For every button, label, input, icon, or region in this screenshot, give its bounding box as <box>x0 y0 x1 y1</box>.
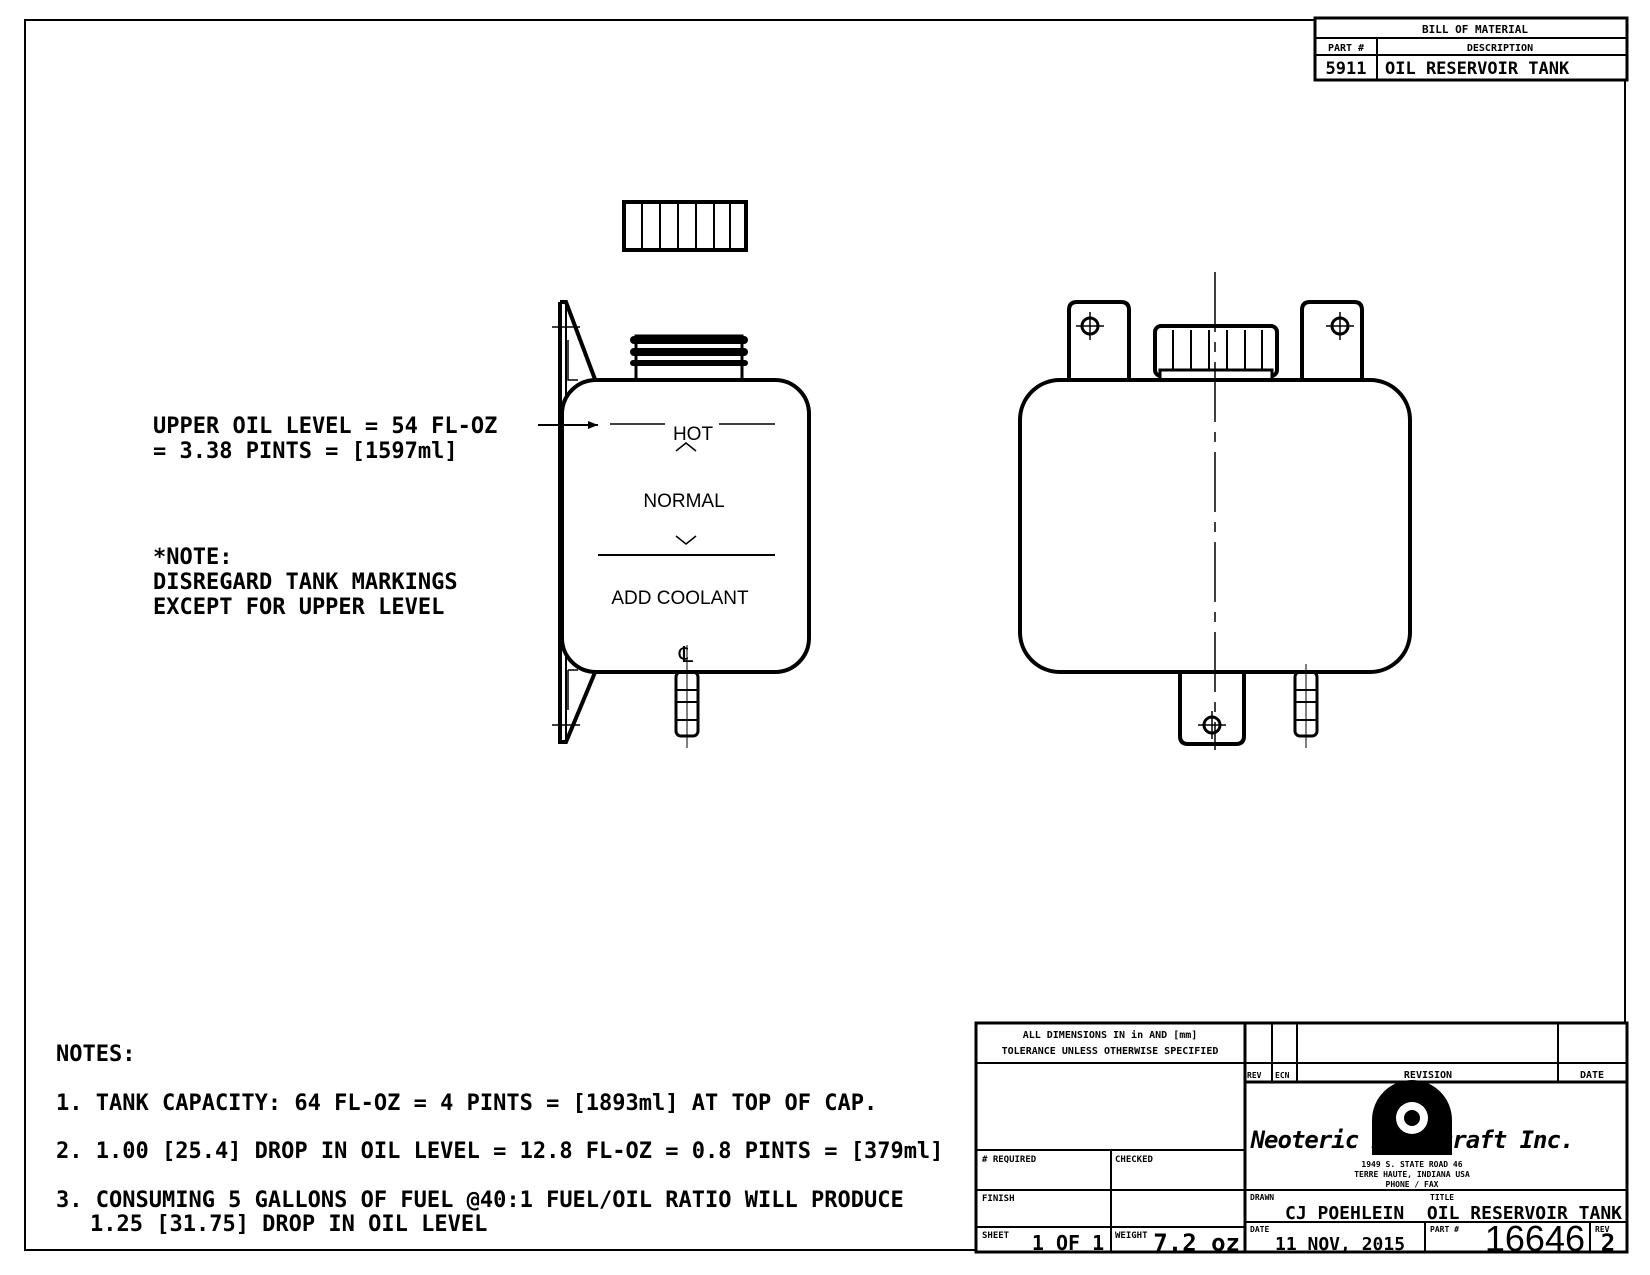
general-notes: NOTES: 1. TANK CAPACITY: 64 FL-OZ = 4 PI… <box>56 1042 943 1237</box>
drawn-by: CJ POEHLEIN <box>1285 1203 1404 1224</box>
tank-marking-note: *NOTE: DISREGARD TANK MARKINGS EXCEPT FO… <box>153 545 458 620</box>
bom-title: BILL OF MATERIAL <box>1422 23 1528 36</box>
drawing-title: OIL RESERVOIR TANK <box>1427 1203 1622 1224</box>
part-number: 16646 <box>1485 1218 1585 1259</box>
revision-header: REVISION <box>1404 1070 1452 1081</box>
tank-side-view: HOT NORMAL ADD COOLANT ℄ <box>538 300 811 748</box>
weight-label: WEIGHT <box>1115 1231 1148 1241</box>
title-label: TITLE <box>1430 1193 1454 1202</box>
drawn-label: DRAWN <box>1250 1193 1274 1202</box>
bom-description: OIL RESERVOIR TANK <box>1385 59 1570 79</box>
drawing-date: 11 NOV, 2015 <box>1275 1234 1405 1255</box>
centerline-symbol: ℄ <box>678 642 694 667</box>
upper-level-line-2: = 3.38 PINTS = [1597ml] <box>153 439 458 464</box>
checked-label: CHECKED <box>1115 1155 1154 1165</box>
ecn-col-label: ECN <box>1275 1071 1290 1080</box>
rev-label: REV <box>1595 1225 1610 1234</box>
date-header: DATE <box>1580 1070 1604 1081</box>
sheet-border <box>24 19 1626 1251</box>
tank-marking-hot: HOT <box>673 424 714 445</box>
upper-level-callout: UPPER OIL LEVEL = 54 FL-OZ = 3.38 PINTS … <box>153 414 497 464</box>
filler-cap-detail <box>622 200 748 252</box>
dims-note-1: ALL DIMENSIONS IN in AND [mm] <box>1023 1029 1198 1041</box>
dims-note-2: TOLERANCE UNLESS OTHERWISE SPECIFIED <box>1002 1046 1219 1057</box>
part-no-label: PART # <box>1430 1225 1459 1234</box>
rev-col-label: REV <box>1247 1071 1262 1080</box>
company-address-2: TERRE HAUTE, INDIANA USA <box>1354 1170 1470 1179</box>
weight-value: 7.2 oz <box>1153 1229 1240 1257</box>
notes-title: NOTES: <box>56 1042 135 1067</box>
finish-label: FINISH <box>982 1194 1015 1204</box>
sheet-value: 1 OF 1 <box>1032 1231 1104 1255</box>
company-name: Neoteric Hovercraft Inc. <box>1250 1126 1574 1154</box>
tank-marking-add-coolant: ADD COOLANT <box>611 588 749 609</box>
rev-value: 2 <box>1601 1229 1615 1257</box>
bom-part-number: 5911 <box>1326 59 1367 79</box>
tank-front-view <box>1018 272 1412 750</box>
note-item-3-continued: 1.25 [31.75] DROP IN OIL LEVEL <box>90 1212 487 1237</box>
note-title: *NOTE: <box>153 545 232 570</box>
note-item-2: 2. 1.00 [25.4] DROP IN OIL LEVEL = 12.8 … <box>56 1139 943 1164</box>
upper-level-line-1: UPPER OIL LEVEL = 54 FL-OZ <box>153 414 497 439</box>
date-label: DATE <box>1250 1225 1269 1234</box>
company-address-3: PHONE / FAX <box>1386 1180 1439 1189</box>
company-address-1: 1949 S. STATE ROAD 46 <box>1361 1160 1462 1169</box>
company-logo: Neoteric Hovercraft Inc. 1949 S. STATE R… <box>1250 1080 1574 1189</box>
note-item-1: 1. TANK CAPACITY: 64 FL-OZ = 4 PINTS = [… <box>56 1091 877 1116</box>
sheet-label: SHEET <box>982 1231 1010 1241</box>
bom-col-part: PART # <box>1328 43 1364 54</box>
qty-required-label: # REQUIRED <box>982 1155 1037 1165</box>
note-line-1: DISREGARD TANK MARKINGS <box>153 570 458 595</box>
note-line-2: EXCEPT FOR UPPER LEVEL <box>153 595 444 620</box>
bom-table: BILL OF MATERIAL PART # DESCRIPTION 5911… <box>1313 16 1629 82</box>
note-item-3: 3. CONSUMING 5 GALLONS OF FUEL @40:1 FUE… <box>56 1188 904 1213</box>
bom-col-desc: DESCRIPTION <box>1467 43 1533 54</box>
tank-marking-normal: NORMAL <box>643 491 724 512</box>
title-block: ALL DIMENSIONS IN in AND [mm] TOLERANCE … <box>974 1021 1629 1259</box>
